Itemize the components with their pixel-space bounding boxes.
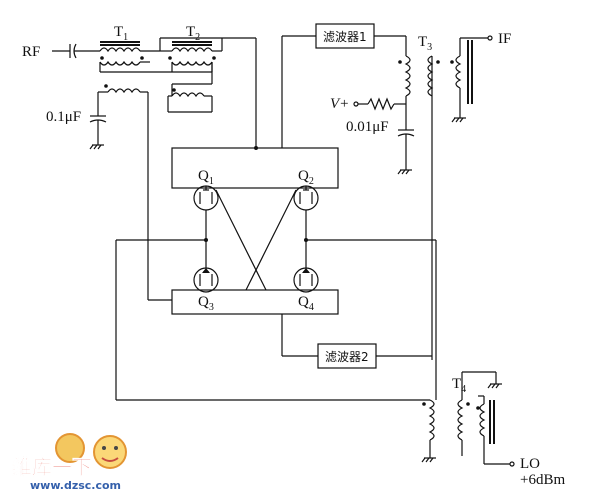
t1-t2-secondaries: [97, 56, 216, 301]
filter2-block: [281, 314, 432, 369]
logo-mascot-icon: [93, 435, 127, 469]
transformer-t2: [159, 37, 256, 72]
capacitor-0-1uf: [89, 110, 107, 150]
filter1-label: 滤波器1: [323, 30, 367, 44]
mixer-core: [115, 38, 436, 401]
t2-label: T2: [186, 24, 200, 43]
transistor-q3: [193, 267, 219, 293]
rf-input: [52, 43, 100, 59]
cap-0-01uf-label: 0.01μF: [346, 119, 389, 135]
transistor-q1: [193, 185, 219, 211]
cap-0-1uf-label: 0.1μF: [46, 109, 81, 125]
filter1-block: [281, 23, 407, 148]
rf-label: RF: [22, 44, 40, 60]
q4-label: Q4: [298, 294, 314, 313]
transformer-t4: [421, 240, 515, 467]
watermark-logo-text: 维库一下: [12, 455, 92, 479]
vplus-label: V+: [330, 96, 349, 112]
filter2-label: 滤波器2: [325, 350, 369, 364]
q2-label: Q2: [298, 168, 314, 187]
watermark-logo: 维库一下 www.dzsc.com: [12, 433, 127, 492]
if-label: IF: [498, 31, 511, 47]
transformer-t3: [398, 35, 493, 360]
t3-label: T3: [418, 34, 432, 53]
q1-label: Q1: [198, 168, 214, 187]
t4-label: T4: [452, 376, 466, 395]
lo-level-label: +6dBm: [520, 472, 565, 488]
q3-label: Q3: [198, 294, 214, 313]
bias-network: [353, 97, 415, 175]
lo-label: LO: [520, 456, 540, 472]
t1-label: T1: [114, 24, 128, 43]
logo-badge-icon: [55, 433, 85, 463]
transformer-t1: [99, 41, 160, 72]
transistor-q4: [293, 267, 319, 293]
transistor-q2: [293, 185, 319, 211]
watermark-url: www.dzsc.com: [30, 479, 121, 492]
